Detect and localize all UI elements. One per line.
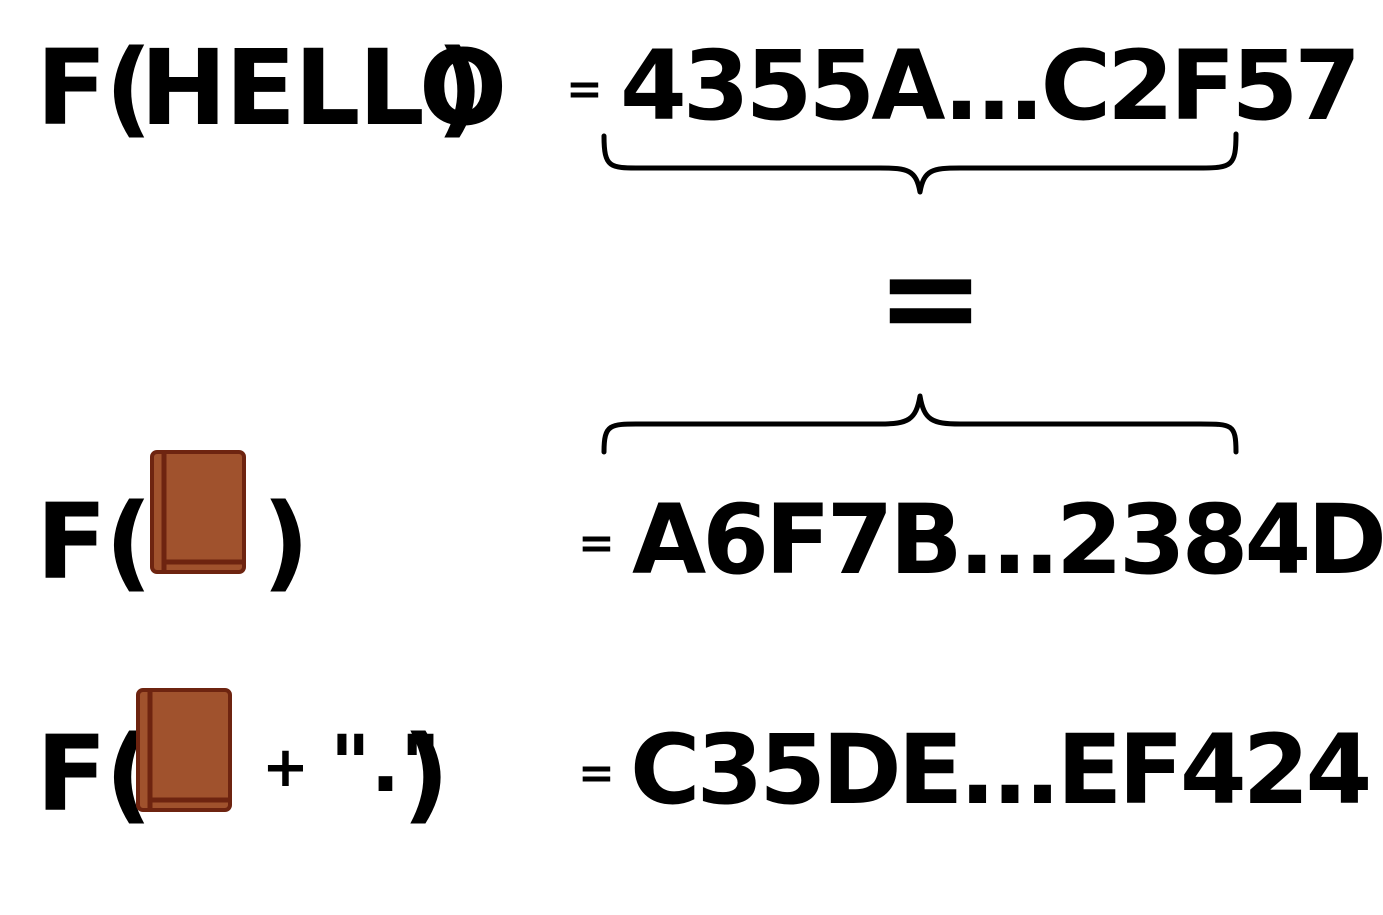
row1-equals: = [566,64,603,115]
row3-quoted-dot: "." [330,720,441,810]
row2-hash-value: A6F7B...2384D [632,484,1383,596]
brace-svg [601,131,1239,455]
row1-argument: HELLO [140,27,507,149]
bottom-brace [601,393,1239,455]
hash-comparison-diagram: F( HELLO ) = 4355A...C2F57 = F( ) = A6F7… [36,27,1383,835]
book-icon [150,450,246,574]
row1-hash-value: 4355A...C2F57 [620,30,1361,142]
row3-close-paren: ) [402,713,450,835]
row3-equals: = [578,748,615,799]
row3-plus-sign: + [262,735,309,800]
row2-function: F( [36,481,153,603]
top-brace [601,131,1239,195]
row1-close-paren: ) [436,27,484,149]
row3-function: F( [36,713,153,835]
row1-function: F( [36,27,153,149]
middle-equals-sign: = [876,221,985,373]
row3-hash-value: C35DE...EF424 [630,714,1372,826]
book-icon [136,688,232,812]
row2-equals: = [578,518,615,569]
row2-close-paren: ) [262,481,310,603]
